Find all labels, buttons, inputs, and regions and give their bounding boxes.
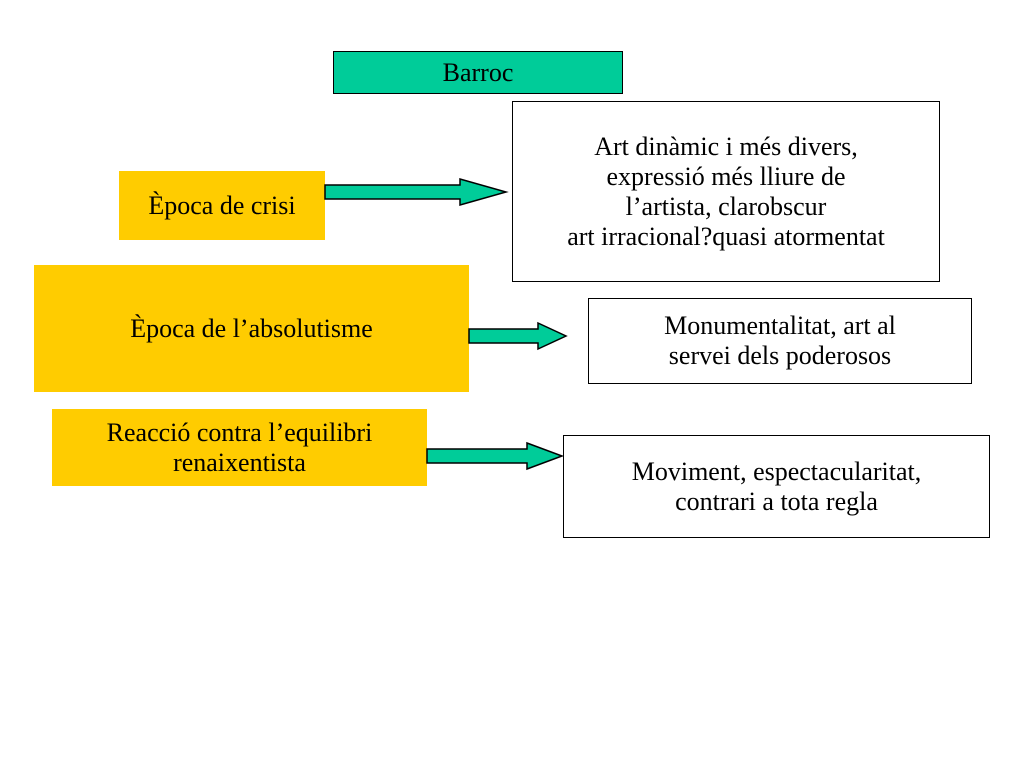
cause-text-reaction: Reacció contra l’equilibri renaixentista xyxy=(106,417,373,477)
result-text-crisis: Art dinàmic i més divers, expressió més … xyxy=(567,131,885,251)
result-text-reaction: Moviment, espectacularitat, contrari a t… xyxy=(631,456,922,516)
cause-box-reaction: Reacció contra l’equilibri renaixentista xyxy=(52,409,427,486)
arrow-crisis-icon xyxy=(324,178,509,206)
cause-box-absolutism: Època de l’absolutisme xyxy=(34,265,469,392)
cause-text-absolutism: Època de l’absolutisme xyxy=(130,313,373,343)
result-box-reaction: Moviment, espectacularitat, contrari a t… xyxy=(563,435,990,538)
title-text: Barroc xyxy=(442,57,514,87)
result-text-absolutism: Monumentalitat, art al servei dels poder… xyxy=(664,311,896,370)
cause-box-crisis: Època de crisi xyxy=(119,171,325,240)
result-box-absolutism: Monumentalitat, art al servei dels poder… xyxy=(588,298,972,384)
arrow-absolutism-icon xyxy=(468,321,568,351)
cause-text-crisis: Època de crisi xyxy=(148,190,296,220)
title-box: Barroc xyxy=(333,51,623,94)
arrow-reaction-icon xyxy=(426,441,565,471)
result-box-crisis: Art dinàmic i més divers, expressió més … xyxy=(512,101,940,282)
